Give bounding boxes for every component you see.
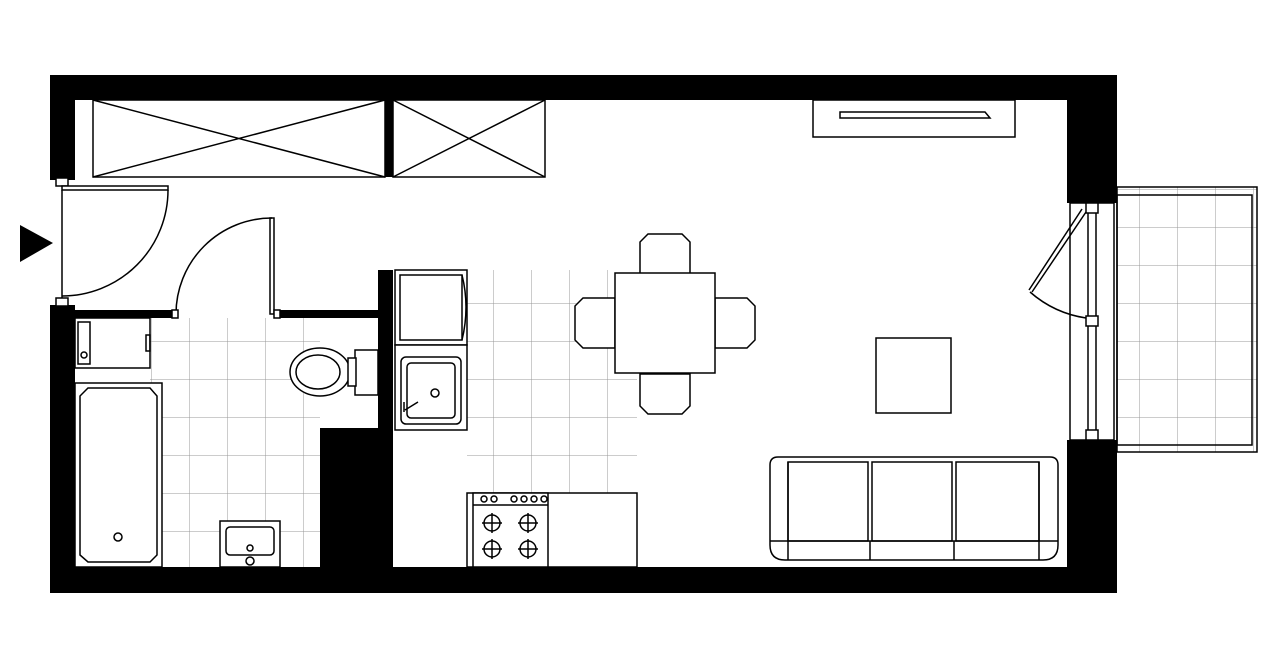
wardrobe-right [392,99,546,178]
walls [50,75,1117,593]
dining-chairs [574,233,756,415]
entrance-arrow-icon [20,225,53,262]
entrance-door[interactable] [55,177,169,307]
dining-table [614,272,716,374]
sofa [769,456,1059,561]
bathroom-door[interactable] [171,217,281,319]
wardrobe-left [92,99,386,178]
washing-machine [74,317,151,369]
balcony-door[interactable] [1028,202,1115,441]
bathtub [74,382,163,568]
fridge [394,269,468,346]
tv-unit [812,99,1016,138]
stove [472,492,549,568]
toilet [289,347,379,397]
kitchen-sink [394,344,468,431]
balcony [1116,186,1258,453]
bathroom-sink [219,520,281,568]
coffee-table [875,337,952,414]
